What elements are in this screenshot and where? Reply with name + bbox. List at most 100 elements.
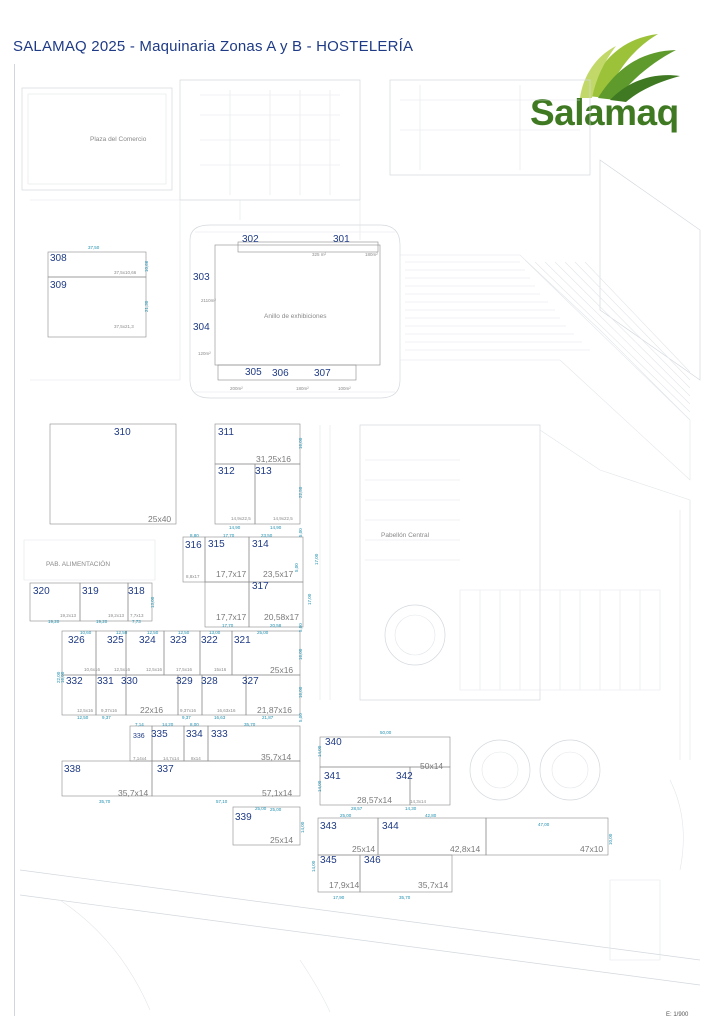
stand-305: 305 [245, 367, 262, 378]
stand-330: 330 [121, 676, 138, 687]
stand-314: 314 [252, 539, 269, 550]
stand-333: 333 [211, 729, 228, 740]
stand-302: 302 [242, 234, 259, 245]
salamaq-logo-leaf-icon [580, 34, 680, 102]
dim-label: 17,90 [333, 895, 345, 900]
dim-label: 10,00 [608, 833, 613, 845]
area-label: 8,8x17 [186, 574, 200, 579]
size-337: 57,1x14 [262, 788, 293, 798]
stand-319: 319 [82, 586, 99, 597]
zone-plaza-comercio: Plaza del Comercio [90, 136, 147, 143]
area-label: 19,2x13 [60, 613, 77, 618]
dim-label: 14,00 [311, 860, 316, 872]
stand-numbers: 301 302 303 304 305 306 307 308 309 310 … [33, 234, 413, 866]
site-plan-background [19, 79, 701, 1013]
stand-336: 336 [133, 733, 145, 740]
dim-label: 5,00 [298, 623, 303, 632]
stand-309: 309 [50, 280, 67, 291]
dim-label: 50,00 [380, 730, 392, 735]
dim-label: 8,80 [190, 533, 199, 538]
stand-outlines [29, 241, 609, 893]
stand-344: 344 [382, 821, 399, 832]
area-label: 10,6x16 [84, 667, 101, 672]
area-label: 100m² [338, 386, 351, 391]
area-label: 37,5x10,66 [114, 270, 137, 275]
size-344c: 47x10 [580, 844, 603, 854]
area-label: 14,3x14 [410, 799, 427, 804]
dim-label: 12,50 [147, 630, 159, 635]
size-327b: 21,87x16 [257, 705, 292, 715]
stand-334: 334 [186, 729, 203, 740]
area-label: 14,9x22,5 [273, 516, 293, 521]
dim-label: 42,80 [425, 813, 437, 818]
area-label: 7,7x13 [130, 613, 144, 618]
stand-304: 304 [193, 322, 210, 333]
dim-label: 35,70 [399, 895, 411, 900]
stand-343: 343 [320, 821, 337, 832]
size-333: 35,7x14 [261, 752, 292, 762]
stand-326: 326 [68, 635, 85, 646]
dim-label: 14,00 [317, 780, 322, 792]
stand-337: 337 [157, 764, 174, 775]
size-338: 35,7x14 [118, 788, 149, 798]
area-label: 325 m² [312, 252, 327, 257]
size-310: 25x40 [148, 514, 171, 524]
dim-label: 5,00 [294, 563, 299, 572]
area-label: 14,7x14 [163, 756, 180, 761]
dim-label: 13,00 [209, 630, 221, 635]
stand-341: 341 [324, 771, 341, 782]
dim-label: 17,00 [314, 553, 319, 565]
stand-329: 329 [176, 676, 193, 687]
dim-label: 23,50 [261, 533, 273, 538]
area-label: 16,63x16 [217, 708, 236, 713]
stand-320: 320 [33, 586, 50, 597]
dim-label: 14,00 [300, 821, 305, 833]
dim-label: 5,00 [298, 713, 303, 722]
dimension-labels: 37,50 10,66 21,30 16,00 22,50 14,90 14,9… [48, 245, 613, 900]
stand-323: 323 [170, 635, 187, 646]
dim-label: 35,70 [244, 722, 256, 727]
dim-label: 25,00 [255, 806, 267, 811]
stand-328: 328 [201, 676, 218, 687]
stand-315: 315 [208, 539, 225, 550]
area-label: 120m² [198, 351, 211, 356]
area-label: 9,37x16 [180, 708, 197, 713]
area-label: 7,14x4 [133, 756, 147, 761]
dim-label: 37,50 [88, 245, 100, 250]
stand-301: 301 [333, 234, 350, 245]
dim-label: 16,00 [298, 437, 303, 449]
stand-306: 306 [272, 368, 289, 379]
stand-308: 308 [50, 253, 67, 264]
stand-313: 313 [255, 466, 272, 477]
size-342: 50x14 [420, 761, 443, 771]
area-label: 17,5x16 [176, 667, 193, 672]
size-317a: 17,7x17 [216, 612, 247, 622]
dim-label: 17,00 [307, 593, 312, 605]
size-345: 17,9x14 [329, 880, 360, 890]
dim-label: 12,50 [178, 630, 190, 635]
area-label: 19,2x13 [108, 613, 125, 618]
stand-321: 321 [234, 635, 251, 646]
stand-340: 340 [325, 737, 342, 748]
stand-332: 332 [66, 676, 83, 687]
dim-label: 20,58 [270, 623, 282, 628]
area-label: 180m² [365, 252, 378, 257]
dim-label: 14,30 [405, 806, 417, 811]
stand-335: 335 [151, 729, 168, 740]
stand-307: 307 [314, 368, 331, 379]
dim-label: 19,20 [48, 619, 60, 624]
stand-338: 338 [64, 764, 81, 775]
dim-label: 16,63 [214, 715, 226, 720]
dim-label: 14,90 [229, 525, 241, 530]
dim-label: 16,00 [298, 648, 303, 660]
grandstand-hatching [399, 254, 691, 481]
stand-327: 327 [242, 676, 259, 687]
dim-label: 7,73 [132, 619, 141, 624]
area-label: 37,5x21,3 [114, 324, 134, 329]
dim-label: 57,10 [216, 799, 228, 804]
stand-322: 322 [201, 635, 218, 646]
dim-label: 16,00 [298, 686, 303, 698]
dim-label: 14,00 [317, 745, 322, 757]
size-311: 31,25x16 [256, 454, 291, 464]
